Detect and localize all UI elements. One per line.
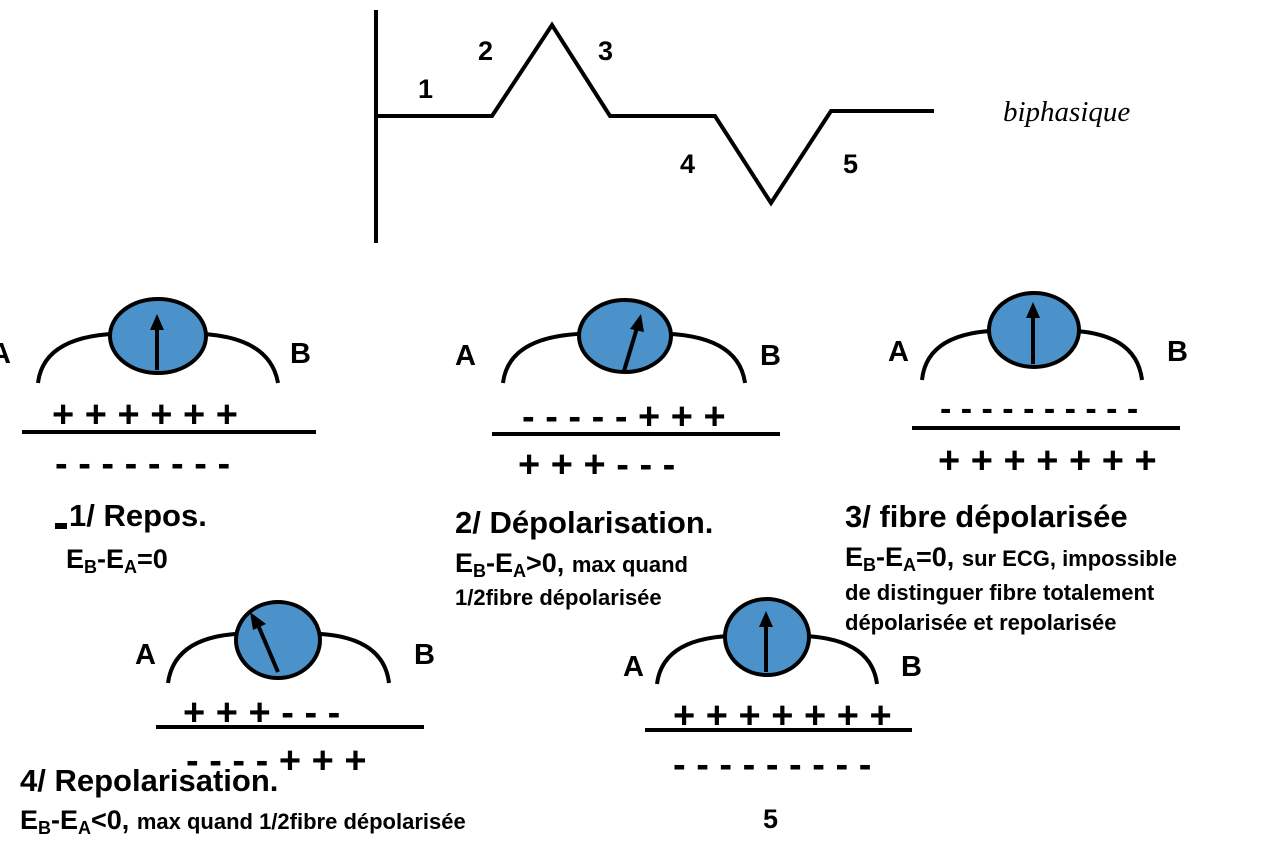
panel-2-title: 2/ Dépolarisation. bbox=[455, 505, 714, 540]
panel-2-fiber bbox=[492, 298, 780, 436]
panel-4-vector bbox=[256, 624, 280, 673]
panel-4-label-a: A bbox=[135, 639, 156, 671]
panel-4-vector-head bbox=[250, 612, 266, 630]
panel-5-fiber bbox=[645, 597, 912, 732]
panel-5-vector-head bbox=[759, 611, 773, 627]
panel-2-vector-head bbox=[630, 314, 644, 332]
panel-1-dash-mark bbox=[55, 523, 67, 529]
panel-2-bottom-signs: + + + - - - bbox=[518, 444, 676, 486]
panel-3-note-line-2: dépolarisée et repolarisée bbox=[845, 610, 1117, 635]
panel-1-label-a: A bbox=[0, 338, 11, 370]
panel-1-label-b: B bbox=[290, 338, 311, 370]
panel-3-note-line-1: de distinguer fibre totalement bbox=[845, 580, 1155, 605]
panel-4-top-signs: + + + - - - bbox=[183, 692, 341, 734]
waveform-trace bbox=[376, 21, 934, 207]
wave-segment-3: 3 bbox=[598, 36, 614, 66]
panel-3-fiber bbox=[912, 291, 1180, 430]
panel-2-top-signs: - - - - - + + + bbox=[522, 396, 726, 438]
panel-2-note: 1/2fibre dépolarisée bbox=[455, 585, 662, 610]
panel-3-top-signs: - - - - - - - - - - bbox=[940, 390, 1139, 428]
panel-1-fiber bbox=[22, 297, 316, 529]
panel-3-vector-head bbox=[1026, 302, 1040, 318]
panel-1-vector-head bbox=[150, 314, 164, 330]
panel-5-label-b: B bbox=[901, 651, 922, 683]
panel-2-label-b: B bbox=[760, 340, 781, 372]
panel-5-label-a: A bbox=[623, 651, 644, 683]
wave-segment-5: 5 bbox=[843, 149, 859, 179]
panel-1-title: 1/ Repos. bbox=[69, 498, 207, 533]
panel-2-cell bbox=[577, 298, 673, 374]
panel-1-bottom-signs: - - - - - - - - bbox=[55, 443, 231, 485]
panel-3-equation: EB-EA=0, sur ECG, impossible bbox=[845, 542, 1177, 575]
panel-1-top-signs: + + + + + + bbox=[52, 394, 238, 436]
waveform bbox=[374, 10, 934, 243]
panel-2-vector bbox=[622, 327, 639, 372]
panel-5-title: 5 bbox=[763, 804, 779, 834]
wave-segment-4: 4 bbox=[680, 149, 696, 179]
panel-2-equation: EB-EA>0, max quand bbox=[455, 548, 688, 581]
panel-4-title: 4/ Repolarisation. bbox=[20, 763, 279, 798]
panel-3-bottom-signs: + + + + + + + bbox=[938, 440, 1157, 482]
wave-segment-2: 2 bbox=[478, 36, 494, 66]
panel-3-label-a: A bbox=[888, 336, 909, 368]
waveform-label: biphasique bbox=[1003, 96, 1131, 128]
panel-2-label-a: A bbox=[455, 340, 476, 372]
wave-segment-1: 1 bbox=[418, 74, 434, 104]
panel-4-equation: EB-EA<0, max quand 1/2fibre dépolarisée bbox=[20, 805, 466, 838]
panel-3-title: 3/ fibre dépolarisée bbox=[845, 499, 1128, 534]
panel-1-equation: EB-EA=0 bbox=[66, 544, 168, 577]
panel-4-fiber bbox=[156, 600, 424, 729]
panel-4-bottom-signs: - - - - + + + bbox=[186, 740, 367, 782]
panel-3-label-b: B bbox=[1167, 336, 1188, 368]
panel-5-top-signs: + + + + + + + bbox=[673, 695, 892, 737]
panel-4-label-b: B bbox=[414, 639, 435, 671]
panel-5-bottom-signs: - - - - - - - - - bbox=[673, 744, 872, 786]
panel-4-cell bbox=[234, 600, 322, 680]
